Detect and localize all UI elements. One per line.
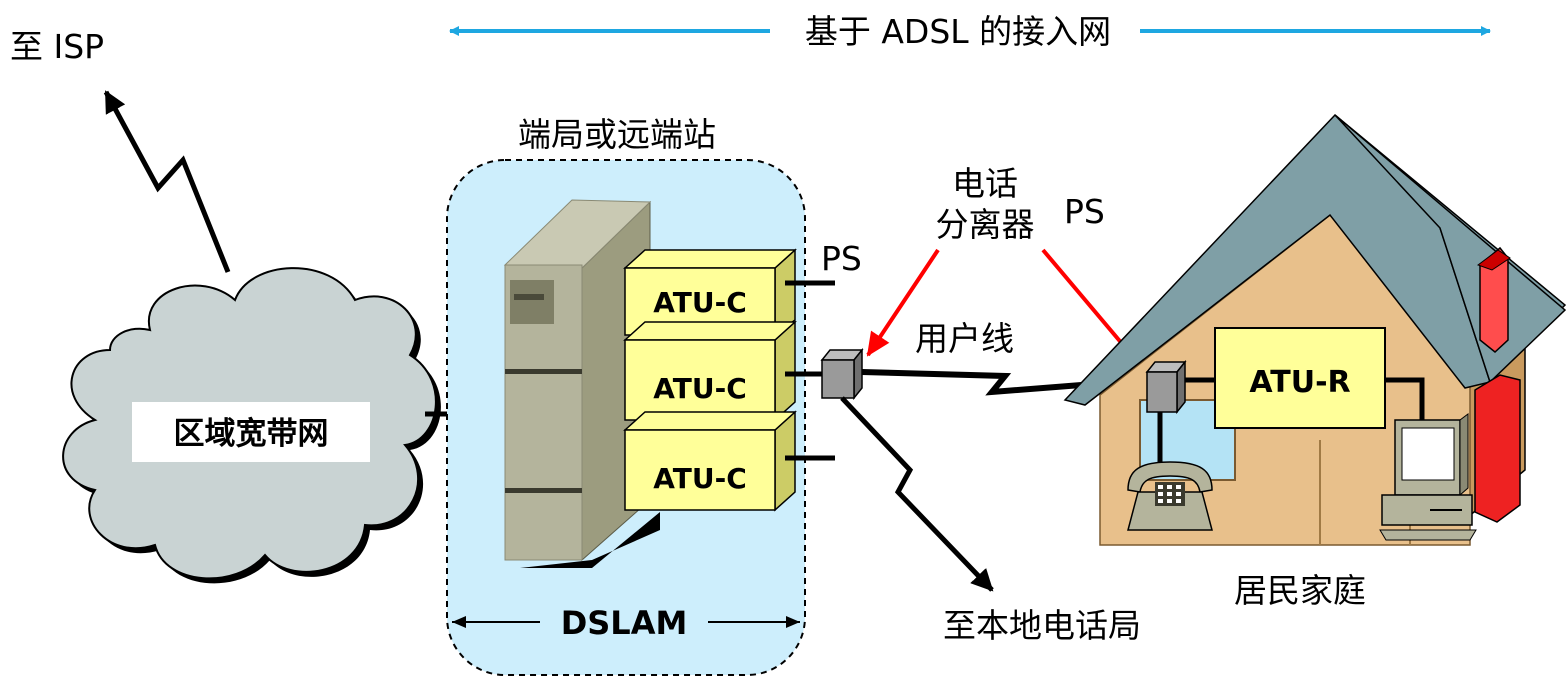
atu-c-label-3: ATU-C xyxy=(653,462,747,495)
atu-c-box-2: ATU-C xyxy=(625,322,795,420)
atu-r-box: ATU-R xyxy=(1215,328,1385,428)
ps-right-label: PS xyxy=(1064,192,1105,231)
diagram-title: 基于 ADSL 的接入网 xyxy=(805,12,1111,51)
atu-c-box-3: ATU-C xyxy=(625,412,795,510)
subscriber-line-label: 用户线 xyxy=(915,319,1014,358)
splitter-office xyxy=(822,350,862,398)
regional-network-cloud: 区域宽带网 xyxy=(63,268,441,583)
splitter-home xyxy=(1147,362,1185,412)
regional-network-label: 区域宽带网 xyxy=(174,416,329,452)
title-arrow: 基于 ADSL 的接入网 xyxy=(450,12,1490,51)
splitter-label-line2: 分离器 xyxy=(936,205,1035,244)
residence-label: 居民家庭 xyxy=(1234,571,1366,610)
atu-c-label-1: ATU-C xyxy=(653,286,747,319)
atu-r-label: ATU-R xyxy=(1249,365,1350,400)
isp-lightning-link xyxy=(106,92,228,272)
ps-left-label: PS xyxy=(821,239,862,278)
computer-icon xyxy=(1380,414,1476,540)
splitter-label-line1: 电话 xyxy=(952,164,1018,203)
telephone-icon xyxy=(1128,462,1212,530)
to-local-exchange-label: 至本地电话局 xyxy=(943,606,1141,645)
to-isp-label: 至 ISP xyxy=(10,27,104,66)
dslam-label: DSLAM xyxy=(561,604,688,642)
atu-c-label-2: ATU-C xyxy=(653,372,747,405)
local-exchange-link xyxy=(842,398,992,590)
central-office-label: 端局或远端站 xyxy=(518,115,716,154)
